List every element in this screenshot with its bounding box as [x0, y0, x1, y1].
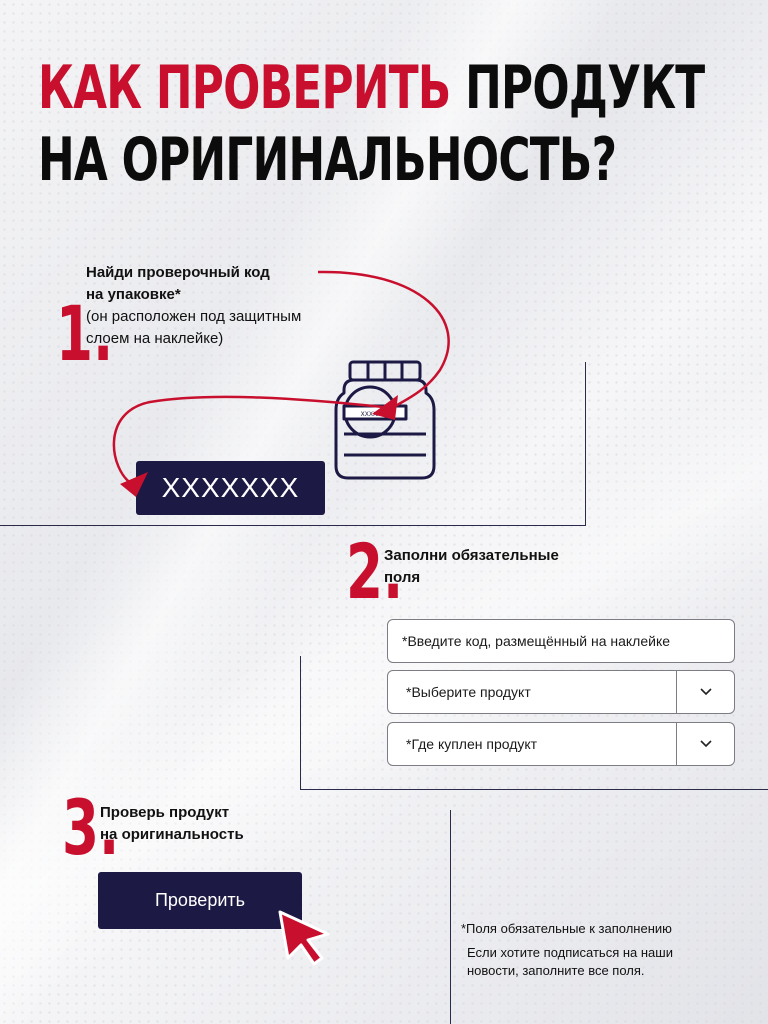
- step-2-frame: [300, 656, 768, 790]
- code-input[interactable]: *Введите код, размещённый на наклейке: [387, 619, 735, 663]
- title-line-1: Как проверить продукт: [38, 52, 705, 124]
- title-black-part: продукт: [465, 53, 705, 123]
- step-2-title-line2: поля: [384, 569, 421, 586]
- step-1-title-line1: Найди проверочный код: [86, 264, 270, 281]
- chevron-down-icon[interactable]: [676, 671, 734, 713]
- step-1-number: 1.: [56, 289, 114, 378]
- place-select[interactable]: *Где куплен продукт: [387, 722, 735, 766]
- step-2-text: Заполни обязательные поля: [384, 545, 559, 589]
- code-box: XXXXXXX: [136, 461, 325, 515]
- step-1-frame: [0, 362, 586, 526]
- step-3-text: Проверь продукт на оригинальность: [100, 802, 244, 846]
- step-3-title-line1: Проверь продукт: [100, 804, 230, 821]
- verify-button[interactable]: Проверить: [98, 872, 302, 929]
- subscribe-note-line1: Если хотите подписаться на наши: [467, 945, 673, 960]
- step-2-title-line1: Заполни обязательные: [384, 547, 559, 564]
- step-3-number: 3.: [62, 783, 120, 872]
- product-select[interactable]: *Выберите продукт: [387, 670, 735, 714]
- step-3-frame: [0, 810, 451, 1024]
- code-input-placeholder: *Введите код, размещённый на наклейке: [402, 633, 671, 649]
- place-select-value: *Где куплен продукт: [406, 736, 538, 752]
- title-red-part: Как проверить: [38, 53, 451, 123]
- required-note: *Поля обязательные к заполнению: [461, 921, 672, 936]
- step-1-sub-line1: (он расположен под защитным: [86, 308, 302, 325]
- step-3-title-line2: на оригинальность: [100, 826, 244, 843]
- title-line-2: на оригинальность?: [38, 125, 617, 195]
- cursor-icon: [278, 910, 330, 966]
- subscribe-note-line2: новости, заполните все поля.: [467, 963, 645, 978]
- chevron-down-icon[interactable]: [676, 723, 734, 765]
- product-select-value: *Выберите продукт: [406, 684, 531, 700]
- step-1-title-line2: на упаковке*: [86, 286, 181, 303]
- page-title: Как проверить продукт на оригинальность?: [38, 52, 705, 196]
- subscribe-note: Если хотите подписаться на наши новости,…: [467, 944, 673, 980]
- step-1-text: Найди проверочный код на упаковке* (он р…: [86, 262, 301, 350]
- step-1-sub-line2: слоем на наклейке): [86, 330, 224, 347]
- step-2-number: 2.: [346, 527, 404, 616]
